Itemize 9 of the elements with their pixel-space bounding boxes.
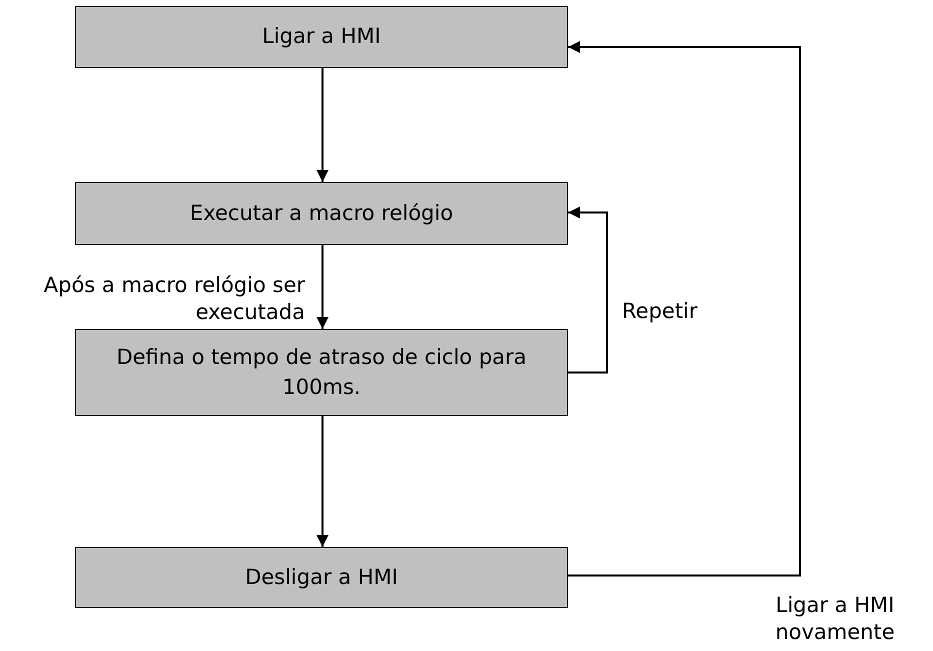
arrow (316, 416, 328, 547)
arrow (568, 206, 608, 374)
process-box: Desligar a HMI (75, 547, 568, 608)
process-box: Defina o tempo de atraso de ciclo para 100ms. (75, 329, 568, 416)
arrow (316, 245, 328, 329)
process-box: Ligar a HMI (75, 6, 568, 68)
process-box: Executar a macro relógio (75, 182, 568, 245)
arrow (568, 41, 801, 576)
arrow (316, 68, 328, 182)
